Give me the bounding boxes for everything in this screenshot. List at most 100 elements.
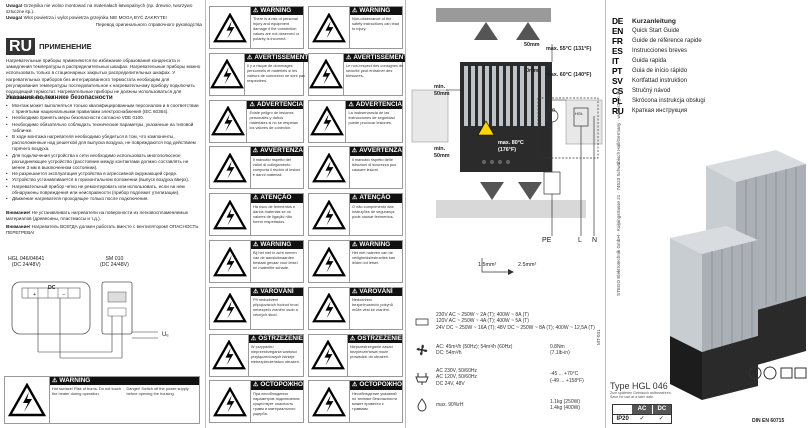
language-code: RU	[612, 106, 624, 116]
product-type: Type HGL 046	[610, 381, 668, 391]
language-label: Guida rapida	[632, 58, 667, 64]
warning-head: ⚠AVVERTENZA	[250, 147, 303, 156]
warning-head: ⚠WARNING	[251, 241, 303, 250]
warning-head: ⚠ATENÇÃO	[251, 194, 303, 203]
type-note-1: Zum späteren Gebrauch aufbewahren.	[610, 391, 672, 395]
terminal-l: L	[578, 237, 582, 244]
warning-body: W przypadku nieprzestrzegania wartości p…	[250, 344, 300, 364]
cable-cross-section-1: 1.5mm²	[478, 262, 497, 268]
language-code: DE	[612, 16, 624, 26]
wiring-minus: −	[62, 292, 66, 298]
warning-head: ⚠ADVERTENCIA	[247, 100, 303, 109]
wiring-right-name: SM 010	[105, 256, 124, 262]
bottom-warning-head: ⚠WARNING	[50, 377, 199, 386]
spec-text: max. 90%rH	[436, 401, 464, 408]
pl-warning2-title: Uwaga!	[6, 15, 23, 21]
dim-side-temp: max. 60°C (140°F)	[546, 72, 592, 78]
spec-row: AC: 45m³/h (50Hz); 54m³/h (60Hz) DC: 54m…	[408, 342, 604, 358]
warning-head: ⚠ОСТОРОЖНО	[350, 381, 402, 390]
warning-triangle-icon	[309, 101, 345, 142]
warning-head: ⚠WARNING	[350, 7, 402, 16]
warning-body: Il y a risque de dommages personnels et …	[247, 63, 305, 84]
bottom-warning-text-right: Danger! Switch off the power supply befo…	[126, 386, 189, 397]
warning-body: Há risco de ferimentos e danos materiais…	[253, 203, 296, 224]
language-label: Guia de início rápido	[632, 68, 688, 74]
warning-triangle-icon	[210, 54, 244, 95]
warning-mini-icon: ⚠	[349, 335, 356, 342]
bottom-warning-text-left: Hot surface! Risk of burns. Do not touch…	[52, 386, 121, 397]
dim-heater-temp: max. 80°C (176°F)	[498, 140, 524, 153]
product-image	[670, 150, 806, 400]
resistor-icon	[408, 317, 436, 327]
wiring-output-label: Uₑ	[162, 332, 169, 338]
language-code: IT	[612, 56, 619, 66]
warning-mini-icon: ⚠	[252, 148, 259, 155]
warning-head: ⚠ADVERTENCIA	[346, 100, 402, 109]
terminal-pe: PE	[542, 237, 552, 244]
ru-note-1: Внимание! Не устанавливать нагреватели н…	[6, 210, 202, 222]
warning-body: Bij het niet in acht nemen van de aanslu…	[253, 250, 298, 271]
warning-mini-icon: ⚠	[352, 195, 358, 202]
warning-triangle-icon	[210, 147, 250, 188]
warning-body: There is a risk of personal injury and e…	[253, 16, 300, 42]
spec-text-2: -45 ... +70°C (-49 ... +158°F)	[550, 371, 584, 384]
warning-head: ⚠AVERTISSEMENT	[245, 53, 309, 63]
warning-mini-icon: ⚠	[253, 8, 259, 14]
company-address: STEGO Elektrotechnik GmbH · Kolpingstras…	[616, 89, 621, 296]
wiring-plus: +	[33, 292, 37, 298]
ru-note2-text: Нагреватель ВСЕГДА должен работать вмест…	[6, 224, 199, 236]
dim-side-gap: 0mm	[526, 68, 539, 74]
warning-head: ⚠OSTRZEŻENIE	[347, 334, 402, 343]
terminal-n: N	[592, 237, 598, 244]
warning-triangle-icon	[210, 101, 246, 142]
language-code: ES	[612, 46, 623, 56]
warning-triangle-icon	[210, 381, 250, 422]
warning-head: ⚠AVERTISSEMENT	[344, 53, 405, 63]
ac-check-icon: ✓	[639, 416, 645, 422]
ac-label: AC	[632, 405, 652, 414]
warning-mini-icon: ⚠	[352, 382, 358, 389]
spec-row: AC 230V, 50/60Hz AC 120V, 50/60Hz DC 24V…	[408, 368, 604, 387]
warning-triangle-icon	[309, 7, 349, 48]
warning-body: Le non-respect des consignes de sécurité…	[346, 63, 404, 79]
pl-warning-title: Uwaga!	[6, 3, 23, 8]
polish-warning-block: Uwaga! Grzejnika nie wolno montować na m…	[6, 3, 202, 28]
mounting-diagram	[411, 8, 603, 218]
language-label: Instrucciones breves	[632, 48, 688, 54]
language-item: IT Guida rapida	[612, 56, 705, 66]
warning-head: ⚠WARNING	[251, 7, 303, 16]
cable-cross-section-2: 2.5mm²	[518, 262, 537, 268]
thermostat-symbol: θ	[552, 108, 555, 114]
warning-triangle-icon	[309, 335, 347, 376]
warning-head: ⚠OSTRZEŻENIE	[248, 334, 303, 343]
warning-mini-icon: ⚠	[348, 101, 354, 108]
language-code: EN	[612, 26, 624, 36]
pl-warning2-text: Wlot powietrza i wylot powietrza grzejni…	[23, 15, 168, 21]
warning-head: ⚠VAROVÁNÍ	[251, 287, 303, 297]
language-code: PT	[612, 66, 623, 76]
warning-triangle-icon	[309, 381, 349, 422]
warning-body: При несоблюдении параметров подключения …	[253, 390, 300, 416]
pl-warning-text: Grzejnika nie wolno montować na materiał…	[6, 3, 193, 15]
type-note-2: Save for use at a later date.	[610, 395, 655, 400]
warning-triangle-icon	[210, 288, 250, 329]
wiring-left-name: HGL 046/04641	[8, 256, 45, 262]
warning-head: ⚠ОСТОРОЖНО	[251, 381, 303, 390]
ru-intro-text: Нагревательные приборы применяются во из…	[6, 58, 201, 101]
spec-row: 230V AC ~ 250W ~ 2A (T); 400W ~ 8A (T) 1…	[408, 312, 604, 331]
ru-lang-code: RU	[6, 38, 36, 55]
plug-icon	[408, 371, 436, 385]
